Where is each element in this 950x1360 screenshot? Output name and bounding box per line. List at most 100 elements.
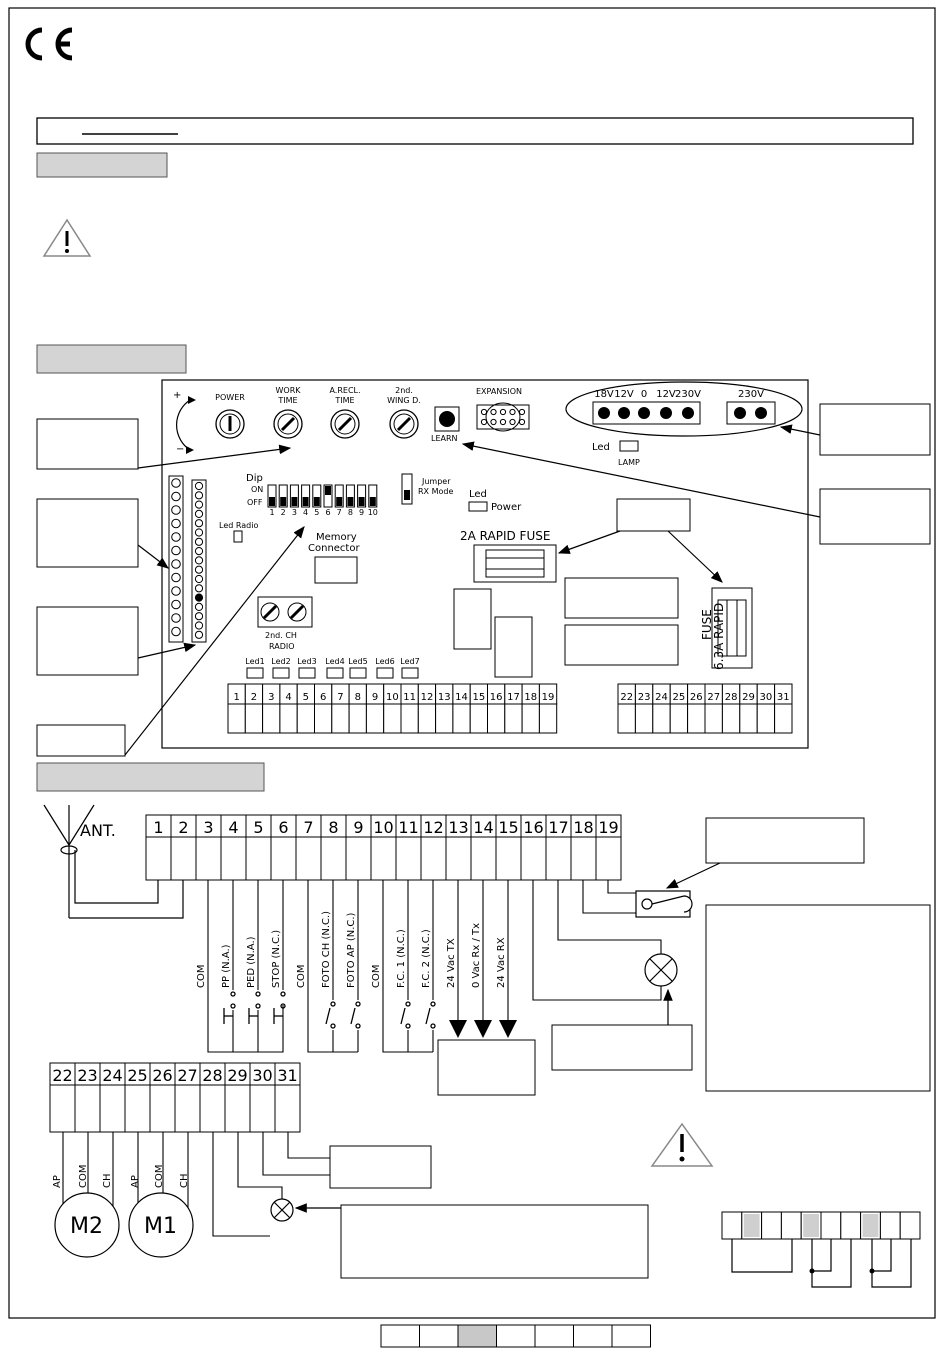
board-terminal-screw (538, 703, 558, 734)
dip-switch[interactable] (312, 484, 322, 508)
memory-connector (314, 556, 358, 584)
potentiometer-label: TIME (277, 396, 297, 405)
dip-switch[interactable] (301, 484, 311, 508)
page-cell[interactable] (496, 1324, 536, 1348)
pin (194, 491, 204, 500)
terminal-label: 230V (738, 389, 764, 400)
dip-number: 8 (348, 508, 353, 517)
dip-number: 5 (314, 508, 319, 517)
input-label: FOTO CH (N.C.) (321, 911, 332, 988)
board-terminal-label: 9 (372, 692, 378, 703)
config-cell-fill (803, 1214, 819, 1237)
input-label: 24 Vac TX (446, 938, 457, 988)
led-power-label: Led (469, 489, 487, 500)
config-wire (811, 1239, 832, 1272)
motor-m1-label: M1 (144, 1214, 177, 1239)
config-cell (899, 1211, 921, 1240)
page-cell[interactable] (534, 1324, 574, 1348)
board-terminal-screw (721, 703, 741, 734)
board-terminal-screw (279, 703, 298, 734)
dip-switch[interactable] (345, 484, 355, 508)
board-terminal-screw (504, 703, 523, 734)
dip-switch[interactable] (323, 484, 333, 508)
learn-button-frame (434, 406, 460, 432)
page-cell[interactable] (380, 1324, 420, 1348)
pin (171, 586, 181, 596)
section-header-3 (36, 762, 265, 792)
led-label: Led2 (271, 657, 290, 666)
dip-switch[interactable] (334, 484, 344, 508)
potentiometer-label: WING D. (387, 396, 421, 405)
board-terminal-screw (739, 703, 758, 734)
terminal-label: 25 (127, 1066, 147, 1085)
led-power (468, 501, 488, 512)
dip-switch[interactable] (289, 484, 299, 508)
board-terminal-screw (296, 703, 316, 734)
board-terminal-screw (314, 703, 333, 734)
pin (194, 584, 204, 593)
terminal-screw (274, 1084, 301, 1133)
config-wire (871, 1239, 912, 1288)
terminal-label: 8 (328, 818, 338, 837)
input-label: COM (296, 965, 307, 988)
input-label: STOP (N.C.) (271, 930, 282, 988)
board-terminal-label: 25 (673, 692, 686, 703)
terminal-screw (224, 1084, 251, 1133)
led-label: Led5 (348, 657, 367, 666)
terminal-screw (199, 1084, 226, 1133)
terminal-label: 19 (598, 818, 618, 837)
page-cell[interactable] (457, 1324, 497, 1348)
board-terminal-label: 18 (524, 692, 537, 703)
page-cell[interactable] (419, 1324, 459, 1348)
dip-toggle (369, 497, 376, 506)
page-cell[interactable] (611, 1324, 651, 1348)
dip-toggle (336, 497, 343, 506)
jumper-rx-mode[interactable] (401, 473, 413, 505)
board-terminal-label: 4 (285, 692, 291, 703)
dip-switch[interactable] (368, 484, 378, 508)
callout-box (36, 418, 139, 470)
terminal-screw (755, 407, 767, 419)
learn-button[interactable] (439, 411, 455, 427)
terminal-label: 5 (253, 818, 263, 837)
terminal-label: 10 (373, 818, 393, 837)
motor-terminal-label: COM (78, 1165, 89, 1188)
board-terminal-screw (652, 703, 671, 734)
motor-terminal-label: CH (102, 1173, 113, 1188)
title-bar (36, 117, 914, 145)
input-label: COM (196, 965, 207, 988)
dip-number: 6 (325, 508, 330, 517)
dip-switch[interactable] (278, 484, 288, 508)
callout-box (36, 606, 139, 676)
config-cell (840, 1211, 862, 1240)
antenna-icon (43, 804, 184, 919)
motor-m2-label: M2 (70, 1214, 103, 1239)
dip-switch[interactable] (357, 484, 367, 508)
terminal-screw (220, 836, 247, 881)
pin (171, 545, 181, 556)
config-cell-fill (862, 1214, 879, 1237)
pin (194, 602, 204, 612)
config-cell (761, 1211, 782, 1240)
terminal-label: 7 (303, 818, 313, 837)
terminal-label: 230V (675, 389, 701, 400)
config-cell (879, 1211, 901, 1240)
terminal-screw (660, 407, 672, 419)
knob-ring (334, 413, 356, 435)
terminal-screw (570, 836, 597, 881)
dip-switch[interactable] (267, 484, 277, 508)
terminal-screw (638, 407, 650, 419)
terminal-screw (682, 407, 694, 419)
board-terminal-screw (435, 703, 454, 734)
terminal-screw (445, 836, 472, 881)
page-cell[interactable] (573, 1324, 613, 1348)
pin (194, 574, 204, 584)
callout-box (705, 817, 865, 864)
terminal-label: 11 (398, 818, 418, 837)
